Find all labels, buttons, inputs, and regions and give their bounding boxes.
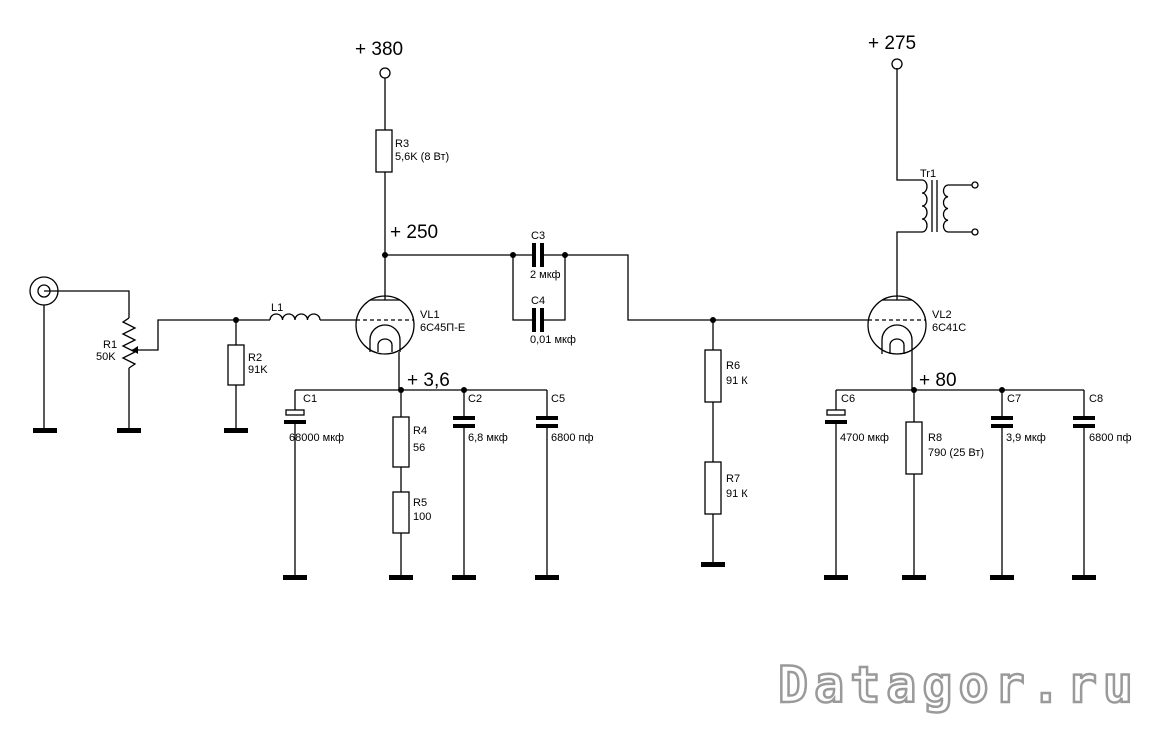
resistor-r2 [227,344,245,386]
resistor-r7 [704,461,722,515]
vl2-value: 6С41С [932,322,966,334]
resistor-r8 [905,421,923,475]
supply-terminal-380 [379,67,391,79]
r2-value: 91K [248,364,268,376]
c8-ref: C8 [1089,393,1103,405]
capacitor-c4 [532,308,544,332]
r8-value: 790 (25 Вт) [928,447,984,459]
electrolytic-capacitor-c6 [825,409,847,424]
c3-ref: C3 [531,230,545,242]
output-terminal-bottom [971,228,979,236]
c5-ref: C5 [551,393,565,405]
vl1-ref: VL1 [420,309,440,321]
capacitor-c3 [532,243,544,267]
r5-ref: R5 [413,497,427,509]
rail-label-380: + 380 [355,39,403,60]
potentiometer-r1 [121,317,139,369]
r2-ref: R2 [248,352,262,364]
r1-value: 50K [96,351,116,363]
r1-ref: R1 [103,339,117,351]
rail-label-275: + 275 [868,33,916,54]
rail-label-80: + 80 [919,370,957,391]
r7-value: 91 К [726,488,748,500]
c3-value: 2 мкф [530,269,561,281]
r7-ref: R7 [726,473,740,485]
electrolytic-capacitor-c1 [284,409,306,424]
capacitor-c8 [1073,416,1095,428]
capacitor-c5 [536,416,558,428]
wires [43,68,1085,575]
r4-ref: R4 [413,425,427,437]
r5-value: 100 [413,511,431,523]
c6-value: 4700 мкф [840,432,889,444]
capacitor-c7 [991,416,1013,428]
vacuum-tube-vl2 [867,295,927,355]
vl1-value: 6С45П-Е [420,322,465,334]
c6-ref: C6 [841,393,855,405]
resistor-r4 [392,416,410,468]
rail-label-250: + 250 [390,222,438,243]
watermark: Datagor.ru [778,656,1139,714]
c7-value: 3,9 мкф [1006,432,1046,444]
supply-terminal-275 [891,58,903,70]
vl2-ref: VL2 [932,309,952,321]
c7-ref: C7 [1007,393,1021,405]
c4-value: 0,01 мкф [530,334,576,346]
r6-value: 91 К [726,375,748,387]
c8-value: 6800 пф [1089,432,1132,444]
r3-ref: R3 [395,138,409,150]
c1-value: 68000 мкф [289,432,344,444]
r4-value: 56 [413,442,425,454]
resistor-r5 [392,491,410,534]
l1-ref: L1 [271,302,283,314]
resistor-r3 [375,129,393,173]
junction-dots [233,252,1005,393]
transformer-tr1 [921,179,949,233]
rail-label-3-6: + 3,6 [407,370,450,391]
c1-ref: C1 [303,393,317,405]
inductor-l1 [269,313,321,321]
r6-ref: R6 [726,360,740,372]
c4-ref: C4 [531,295,545,307]
c2-ref: C2 [468,393,482,405]
capacitor-c2 [453,416,475,428]
c5-value: 6800 пф [551,432,594,444]
vacuum-tube-vl1 [355,295,415,355]
r8-ref: R8 [928,432,942,444]
output-terminal-top [971,181,979,189]
r3-value: 5,6K (8 Вт) [395,151,449,163]
ground-symbols [33,428,1096,580]
input-jack [29,276,59,306]
tr1-ref: Tr1 [920,168,936,180]
c2-value: 6,8 мкф [468,432,508,444]
resistor-r6 [704,349,722,403]
